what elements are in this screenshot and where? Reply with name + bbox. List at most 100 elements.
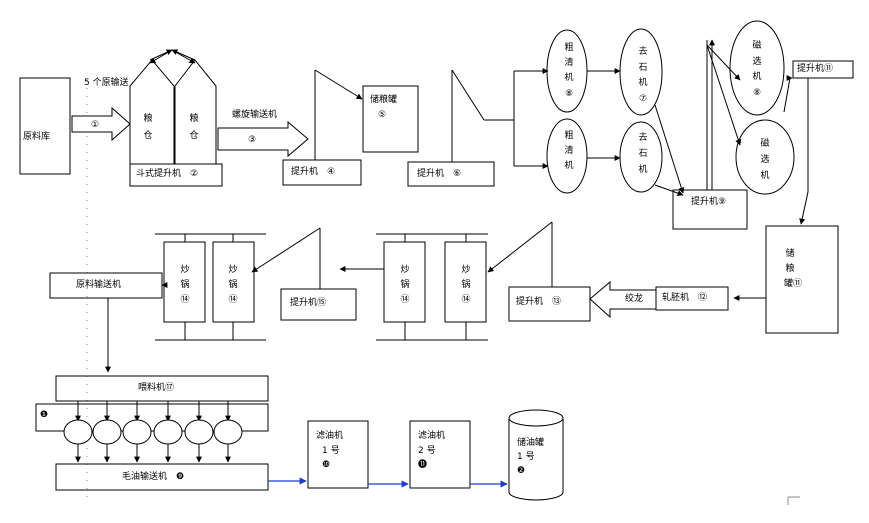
mag-2-char-2: 选 bbox=[760, 155, 770, 165]
silo-a-char-1: 粮 bbox=[143, 114, 153, 124]
elevator-11-label: 提升机⑪ bbox=[797, 64, 834, 74]
elevator-6-box bbox=[407, 161, 495, 187]
coarse-2-char-1: 粗 bbox=[564, 131, 574, 141]
wok-d-char-1: 炒 bbox=[461, 265, 471, 275]
stone-1-char-4: ⑦ bbox=[638, 94, 648, 104]
press-2 bbox=[92, 419, 122, 445]
press-4 bbox=[153, 419, 183, 445]
storage-bin-5-box bbox=[362, 85, 419, 153]
wok-a-char-2: 锅 bbox=[180, 280, 190, 290]
storage-bin-5-label: 储粮罐 bbox=[370, 95, 398, 105]
bucket-elevator-label: 斗式提升机 ② bbox=[136, 169, 199, 179]
elevator-13-box bbox=[508, 286, 591, 322]
coarse-1-char-4: ⑧ bbox=[564, 89, 574, 99]
stone-2-char-2: 石 bbox=[638, 149, 648, 159]
raw-conveyor-count-label: 5 个原输送 bbox=[84, 78, 129, 88]
filter-1-mark: ❿ bbox=[322, 460, 331, 470]
stone-2-char-1: 去 bbox=[638, 133, 648, 143]
storage-bin-11-box bbox=[765, 225, 839, 334]
elevator-11-box bbox=[792, 60, 854, 79]
conveyor-label: 螺旋输送机 bbox=[232, 110, 278, 120]
coarse-2-char-3: 机 bbox=[564, 161, 574, 171]
coarse-1-char-2: 清 bbox=[564, 58, 574, 68]
stone-2-char-3: 机 bbox=[638, 165, 648, 175]
coarse-cleaner-2 bbox=[546, 118, 588, 194]
mag-1-char-2: 选 bbox=[752, 57, 762, 67]
coarse-1-char-1: 粗 bbox=[564, 43, 574, 53]
stone-remover-1 bbox=[619, 28, 663, 116]
oil-conveyor-box bbox=[55, 463, 269, 491]
bucket-elevator-box bbox=[129, 163, 223, 187]
elevator-6-label: 提升机 ⑥ bbox=[417, 169, 462, 179]
wok-c-char-2: 锅 bbox=[400, 280, 410, 290]
flaker-label: 轧胚机 ⑫ bbox=[662, 293, 708, 303]
raw-storage-box bbox=[19, 77, 71, 175]
raw-conveyor-label: 原料输送机 bbox=[76, 280, 122, 290]
mag-1-char-4: ⑧ bbox=[752, 88, 762, 98]
wok-d-char-3: ⑭ bbox=[461, 295, 471, 305]
hollow-arrow-3 bbox=[217, 120, 309, 158]
mag-1-char-1: 磁 bbox=[752, 41, 762, 51]
storage-bin-11-char-3: 罐⑪ bbox=[784, 279, 803, 289]
squeezer-label: 绞龙 bbox=[625, 294, 644, 304]
raw-storage-label: 原料库 bbox=[23, 132, 51, 142]
elevator-9-box bbox=[672, 189, 748, 230]
wok-a-char-1: 炒 bbox=[180, 265, 190, 275]
stone-remover-2 bbox=[619, 121, 663, 193]
press-3 bbox=[122, 419, 152, 445]
stone-1-char-2: 石 bbox=[638, 63, 648, 73]
press-1 bbox=[63, 419, 93, 445]
elevator-9-label: 提升机⑨ bbox=[691, 197, 727, 207]
wok-b-char-2: 锅 bbox=[228, 280, 238, 290]
magnetic-separator-1 bbox=[729, 20, 785, 116]
step-1-label: ① bbox=[91, 120, 100, 130]
wok-c-char-1: 炒 bbox=[400, 265, 410, 275]
step-5-label: ⑤ bbox=[378, 110, 387, 120]
silo-a-char-2: 仓 bbox=[143, 131, 153, 141]
elevator-4-label: 提升机 ④ bbox=[291, 167, 336, 177]
feeder-box bbox=[55, 375, 269, 402]
elevator-15-box bbox=[280, 288, 357, 321]
stone-1-char-3: 机 bbox=[638, 78, 648, 88]
filter-1-number: 1 号 bbox=[322, 446, 340, 456]
feeder-mark: ❶ bbox=[40, 410, 49, 420]
hollow-arrow-1 bbox=[71, 106, 131, 142]
mag-2-char-1: 磁 bbox=[760, 139, 770, 149]
press-6 bbox=[213, 419, 243, 445]
press-5 bbox=[184, 419, 214, 445]
wok-b-char-3: ⑭ bbox=[228, 295, 238, 305]
filter-1-box bbox=[307, 420, 369, 489]
step-3-label: ③ bbox=[248, 135, 257, 145]
hollow-arrow-squeezer bbox=[589, 280, 657, 319]
filter-2-box bbox=[409, 420, 471, 489]
wok-c-char-3: ⑭ bbox=[400, 295, 410, 305]
storage-bin-11-char-2: 粮 bbox=[785, 264, 795, 274]
stone-1-char-1: 去 bbox=[638, 47, 648, 57]
wok-d-char-2: 锅 bbox=[461, 280, 471, 290]
mag-2-char-3: 机 bbox=[760, 171, 770, 181]
magnetic-separator-2 bbox=[735, 119, 795, 195]
oil-tank bbox=[508, 418, 564, 501]
press-frame bbox=[35, 403, 269, 432]
filter-1-name: 滤油机 bbox=[316, 431, 344, 441]
coarse-2-char-2: 清 bbox=[564, 146, 574, 156]
elevator-4-box bbox=[282, 159, 362, 186]
oil-tank-number: 1 号 bbox=[517, 452, 535, 462]
silo-b-char-1: 粮 bbox=[189, 114, 199, 124]
oil-tank-name: 储油罐 bbox=[517, 438, 545, 448]
silo-b-char-2: 仓 bbox=[189, 131, 199, 141]
raw-conveyor-box bbox=[49, 272, 163, 299]
oil-tank-mark: ❷ bbox=[517, 466, 526, 476]
filter-2-mark: ⓫ bbox=[418, 460, 428, 470]
filter-2-name: 滤油机 bbox=[418, 431, 446, 441]
oil-conveyor-label: 毛油输送机 ❾ bbox=[122, 472, 185, 482]
filter-2-number: 2 号 bbox=[418, 446, 436, 456]
feeder-label: 喂料机⑰ bbox=[138, 383, 175, 393]
elevator-15-label: 提升机⑮ bbox=[290, 298, 327, 308]
wok-a-char-3: ⑭ bbox=[180, 295, 190, 305]
wok-b-char-1: 炒 bbox=[228, 265, 238, 275]
elevator-13-label: 提升机 ⑬ bbox=[516, 297, 562, 307]
mag-1-char-3: 机 bbox=[752, 72, 762, 82]
